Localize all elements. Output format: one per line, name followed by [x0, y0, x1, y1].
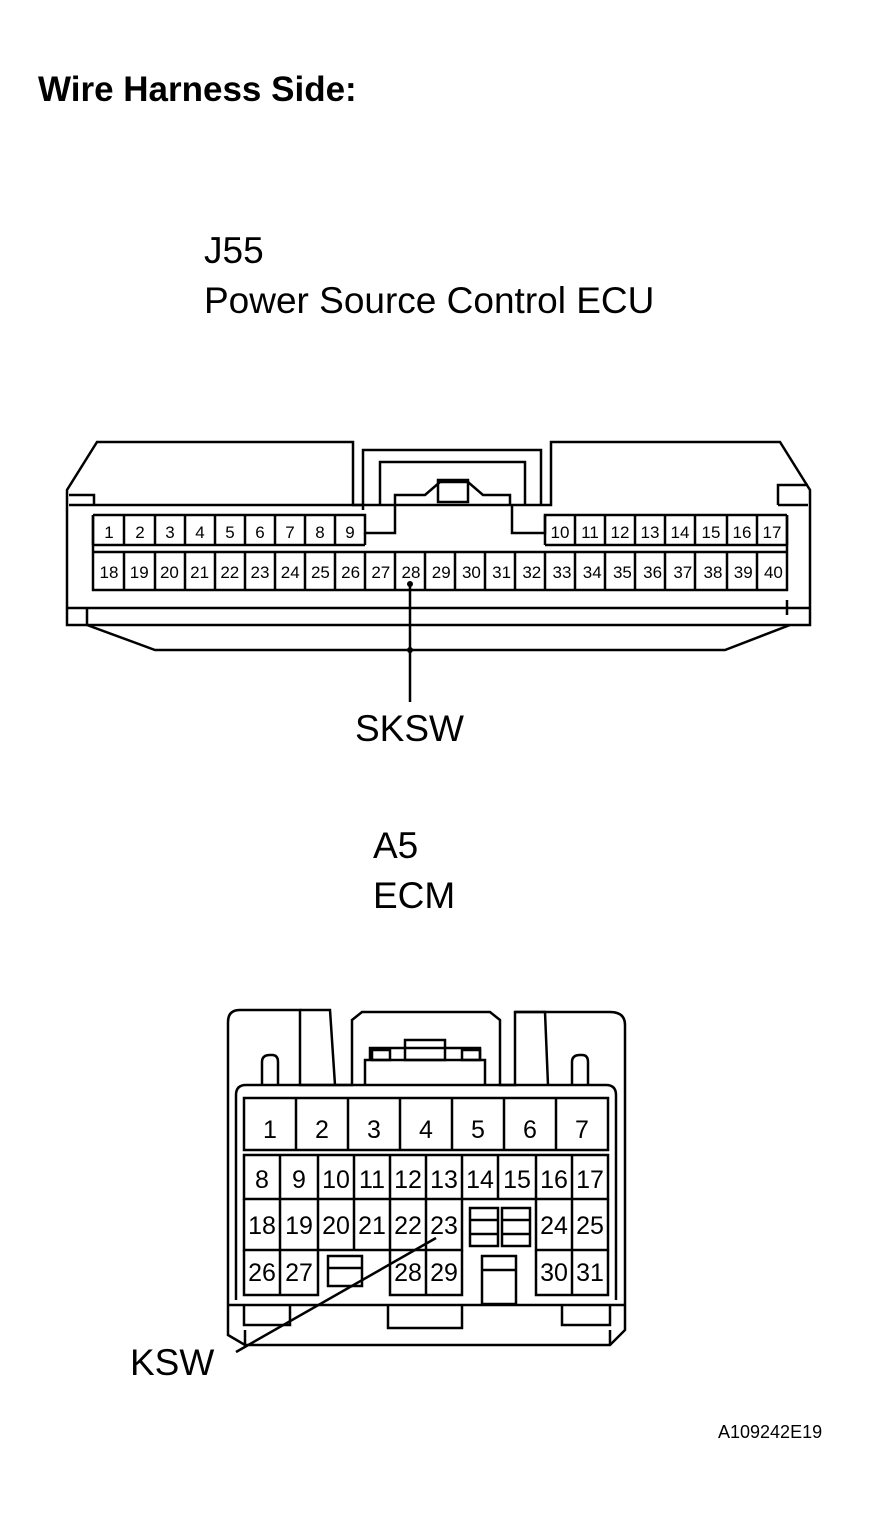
a5-pin-12: 12 — [394, 1166, 422, 1194]
j55-pin-36: 36 — [643, 563, 662, 582]
j55-pin-20: 20 — [160, 563, 179, 582]
a5-pin-1: 1 — [263, 1116, 277, 1144]
a5-pin-25: 25 — [576, 1212, 604, 1240]
j55-pin-4: 4 — [195, 523, 204, 542]
j55-pin-31: 31 — [492, 563, 511, 582]
a5-pin-31: 31 — [576, 1259, 604, 1287]
j55-pin-1: 1 — [104, 523, 113, 542]
a5-connector-name: ECM — [373, 875, 456, 916]
a5-pin-7: 7 — [575, 1116, 589, 1144]
j55-pin-8: 8 — [315, 523, 324, 542]
j55-pin-9: 9 — [345, 523, 354, 542]
j55-pin-labels-bottom: 18 19 20 21 22 23 24 25 26 27 28 29 30 31 32 33 34 35 36 37… — [100, 563, 783, 582]
a5-pin-17: 17 — [576, 1166, 604, 1194]
j55-pin-11: 11 — [581, 523, 599, 542]
a5-pin-13: 13 — [430, 1166, 458, 1194]
sksw-housing-dot — [407, 647, 413, 653]
figure-id: A109242E19 — [718, 1422, 823, 1442]
j55-pin-14: 14 — [671, 523, 690, 542]
j55-pin-21: 21 — [190, 563, 209, 582]
a5-pin-24: 24 — [540, 1212, 568, 1240]
ksw-callout-label: KSW — [130, 1342, 215, 1383]
j55-pin-27: 27 — [371, 563, 390, 582]
j55-connector-name: Power Source Control ECU — [204, 280, 655, 321]
a5-pin-14: 14 — [466, 1166, 494, 1194]
j55-connector-code: J55 — [204, 230, 264, 271]
j55-pin-38: 38 — [704, 563, 723, 582]
j55-pin-16: 16 — [733, 523, 752, 542]
a5-pin-27: 27 — [285, 1259, 313, 1287]
page-title: Wire Harness Side: — [38, 70, 357, 109]
j55-pin-28: 28 — [402, 563, 421, 582]
j55-pin-10: 10 — [551, 523, 570, 542]
a5-pin-30: 30 — [540, 1259, 568, 1287]
j55-pin-18: 18 — [100, 563, 119, 582]
a5-connector-code: A5 — [373, 825, 419, 866]
a5-pin-23: 23 — [430, 1212, 458, 1240]
j55-pin-25: 25 — [311, 563, 330, 582]
a5-pin-15: 15 — [503, 1166, 531, 1194]
j55-pin-33: 33 — [553, 563, 572, 582]
a5-pin-29: 29 — [430, 1259, 458, 1287]
a5-pin-19: 19 — [285, 1212, 313, 1240]
sksw-callout-label: SKSW — [355, 708, 464, 749]
ksw-leader-line — [235, 1236, 437, 1354]
j55-pin-29: 29 — [432, 563, 451, 582]
a5-pin-3: 3 — [367, 1116, 381, 1144]
a5-pin-6: 6 — [523, 1116, 537, 1144]
j55-pin-13: 13 — [641, 523, 660, 542]
j55-pin-24: 24 — [281, 563, 300, 582]
j55-connector-housing — [65, 440, 812, 652]
j55-pin-39: 39 — [734, 563, 753, 582]
j55-pin-23: 23 — [251, 563, 270, 582]
a5-pin-22: 22 — [394, 1212, 422, 1240]
j55-pin-12: 12 — [611, 523, 630, 542]
a5-pin-5: 5 — [471, 1116, 485, 1144]
a5-pin-16: 16 — [540, 1166, 568, 1194]
sksw-pin-dot — [407, 581, 413, 587]
a5-pin-28: 28 — [394, 1259, 422, 1287]
a5-pin-8: 8 — [255, 1166, 269, 1194]
j55-pin-15: 15 — [702, 523, 721, 542]
j55-pin-35: 35 — [613, 563, 632, 582]
a5-pin-2: 2 — [315, 1116, 329, 1144]
j55-pin-19: 19 — [130, 563, 149, 582]
j55-pin-34: 34 — [583, 563, 602, 582]
a5-pin-10: 10 — [322, 1166, 350, 1194]
j55-pin-5: 5 — [225, 523, 234, 542]
a5-pin-26: 26 — [248, 1259, 276, 1287]
a5-pin-9: 9 — [292, 1166, 306, 1194]
a5-pin-18: 18 — [248, 1212, 276, 1240]
a5-pin-4: 4 — [419, 1116, 433, 1144]
j55-pin-6: 6 — [255, 523, 264, 542]
j55-pin-7: 7 — [285, 523, 294, 542]
a5-pin-20: 20 — [322, 1212, 350, 1240]
j55-pin-32: 32 — [522, 563, 541, 582]
a5-pin-21: 21 — [358, 1212, 386, 1240]
j55-pin-26: 26 — [341, 563, 360, 582]
j55-pin-22: 22 — [220, 563, 239, 582]
j55-pin-17: 17 — [763, 523, 782, 542]
j55-pin-37: 37 — [673, 563, 692, 582]
a5-connector-housing — [226, 1008, 627, 1347]
j55-pin-30: 30 — [462, 563, 481, 582]
j55-pin-2: 2 — [135, 523, 144, 542]
j55-pin-40: 40 — [764, 563, 783, 582]
j55-pin-3: 3 — [165, 523, 174, 542]
a5-pin-11: 11 — [359, 1166, 385, 1194]
